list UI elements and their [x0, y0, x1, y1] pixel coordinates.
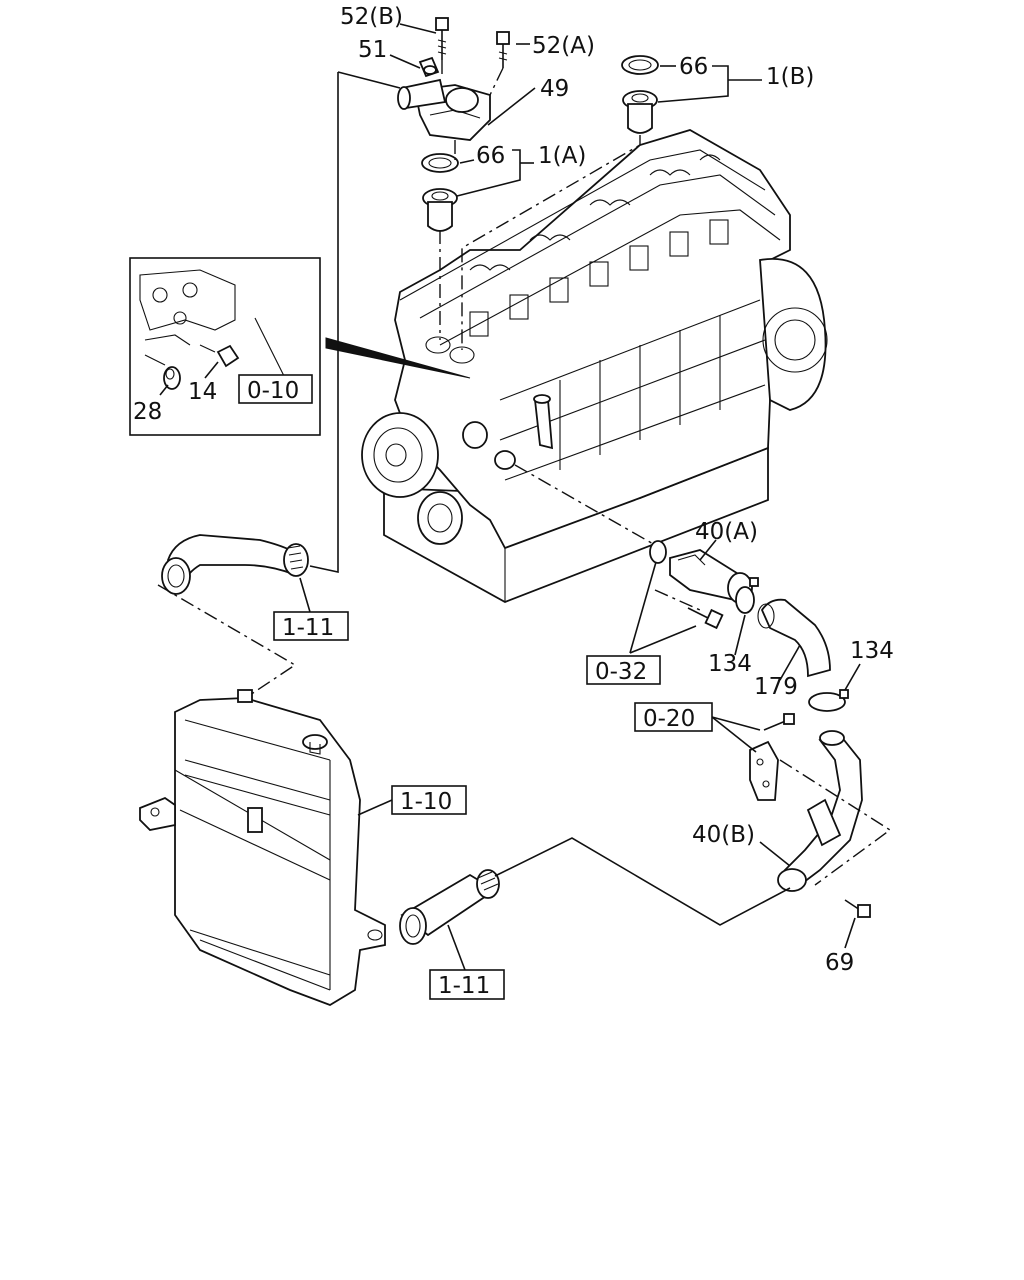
inset-detail: [129, 257, 321, 436]
thermostat-housing: [397, 78, 491, 141]
ref-box-0-20[interactable]: 0-20: [634, 702, 713, 732]
sensor-51: [418, 56, 440, 78]
label-134-left: 134: [708, 651, 752, 677]
label-1b: 1(B): [766, 64, 814, 90]
label-1a: 1(A): [538, 143, 586, 169]
ref-label-1-11-bottom: 1-11: [438, 973, 490, 999]
label-28: 28: [133, 399, 162, 425]
bolt-52a: [496, 31, 510, 68]
bolt-52b: [435, 17, 449, 60]
ref-label-1-11-top: 1-11: [282, 615, 334, 641]
ref-label-0-10: 0-10: [247, 378, 299, 404]
bolt-40a: [687, 607, 724, 630]
label-179: 179: [754, 674, 798, 700]
label-52b: 52(B): [340, 4, 403, 30]
hose-clamp-134-left: [735, 586, 755, 614]
label-66-top: 66: [679, 54, 708, 80]
leader-lines: [157, 23, 892, 971]
radiator: [139, 689, 386, 1006]
ref-box-1-10[interactable]: 1-10: [391, 785, 467, 815]
label-69: 69: [825, 950, 854, 976]
label-40b: 40(B): [692, 822, 755, 848]
label-134-right: 134: [850, 638, 894, 664]
label-40a: 40(A): [695, 519, 758, 545]
upper-radiator-hose: [161, 534, 309, 595]
gasket-66-mid: [421, 153, 459, 173]
ref-label-0-32: 0-32: [595, 659, 647, 685]
hose-clamp-134-right: [808, 692, 846, 712]
label-49: 49: [540, 76, 569, 102]
ref-box-1-11-top[interactable]: 1-11: [273, 611, 349, 641]
ref-box-0-10[interactable]: 0-10: [238, 374, 313, 404]
water-pipe-40b: [777, 730, 863, 892]
label-66-mid: 66: [476, 143, 505, 169]
lower-radiator-hose: [399, 869, 500, 945]
thermostat-1b: [622, 90, 658, 134]
label-52a: 52(A): [532, 33, 595, 59]
label-14: 14: [188, 379, 217, 405]
ref-label-0-20: 0-20: [643, 706, 695, 732]
bolt-69: [844, 899, 871, 918]
ref-box-1-11-bottom[interactable]: 1-11: [429, 969, 505, 1000]
ref-box-0-32[interactable]: 0-32: [586, 655, 661, 685]
thermostat-1a: [422, 188, 458, 232]
label-51: 51: [358, 37, 387, 63]
pipe-bracket: [749, 713, 795, 801]
hose-179: [757, 598, 831, 678]
gasket-66-top: [621, 55, 659, 75]
ref-label-1-10: 1-10: [400, 789, 452, 815]
engine-block: [325, 129, 828, 603]
